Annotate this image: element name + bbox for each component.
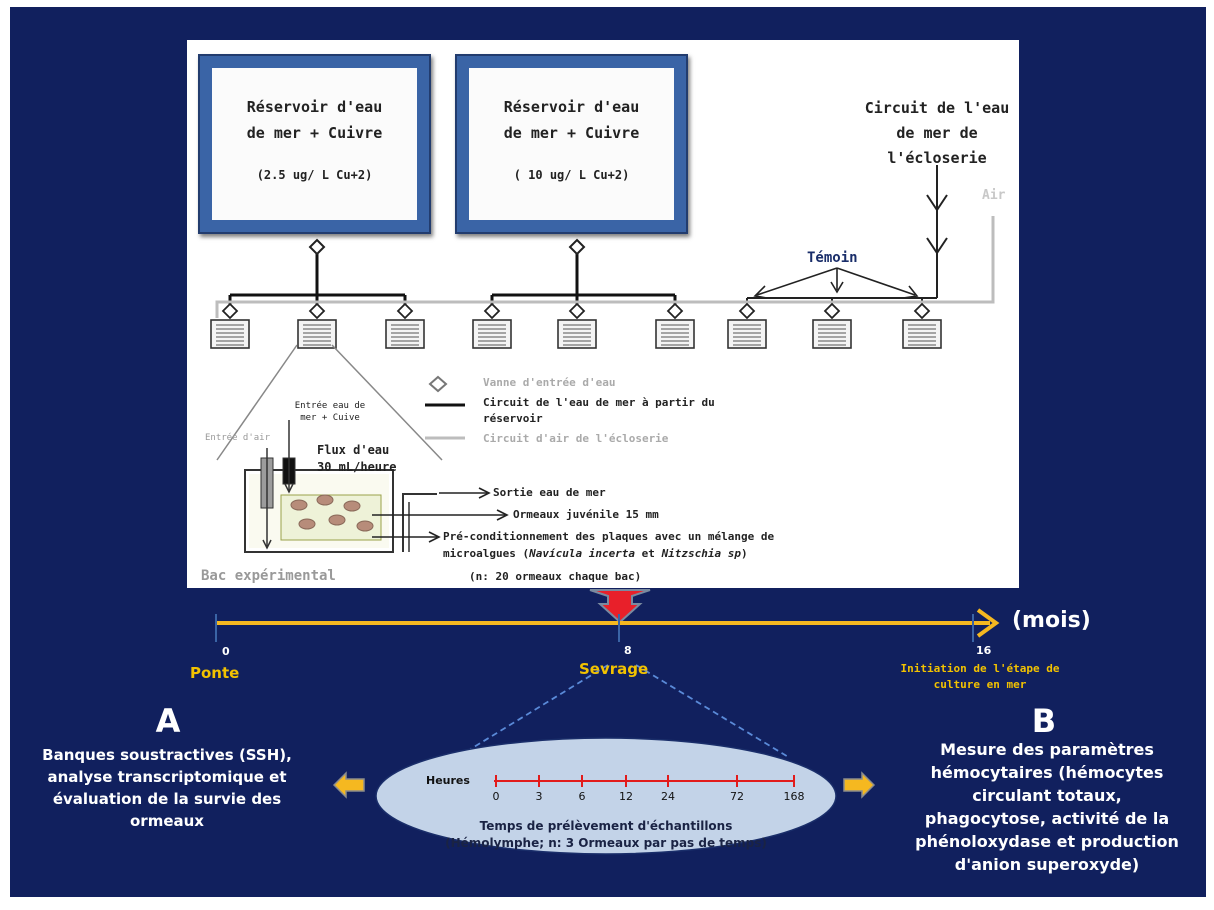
reservoir-tank-2-inner [469, 68, 674, 220]
panel-b-line5: phénoloxydase et production [915, 832, 1179, 851]
reservoir-tank-2-concentration: ( 10 ug/ L Cu+2) [513, 168, 630, 182]
small-tank [655, 319, 695, 349]
precond-species-1: Navícula incerta [529, 547, 636, 560]
legend-water-line1: Circuit de l'eau de mer à partir du [483, 396, 715, 409]
ormeaux-label: Ormeaux juvénile 15 mm [513, 508, 659, 521]
hour-ticks [495, 775, 795, 787]
tick-8-value: 8 [624, 644, 632, 657]
bac-n-label: (n: 20 ormeaux chaque bac) [469, 570, 642, 583]
hour-label: 72 [730, 790, 744, 803]
flux-line2: 30 mL/heure [317, 460, 397, 474]
red-down-arrow [589, 589, 651, 624]
small-tanks [210, 319, 942, 349]
hour-label: 0 [492, 790, 500, 803]
experimental-setup-diagram: Réservoir d'eau de mer + Cuivre (2.5 ug/… [187, 40, 1019, 588]
panel-b-text: Mesure des paramètres hémocytaires (hémo… [888, 738, 1206, 876]
tick-0-value: 0 [222, 645, 230, 658]
sampling-line1: Temps de prélèvement d'échantillons [479, 819, 733, 833]
tick-16-label-line1: Initiation de l'étape de [900, 662, 1060, 675]
preconditioning-line1: Pré-conditionnement des plaques avec un … [443, 530, 775, 543]
hour-label: 168 [783, 790, 805, 803]
entree-eau-label: Entrée eau de mer + Cuive [275, 400, 385, 424]
panel-b-line3: circulant totaux, [972, 786, 1122, 805]
precond-c: et [635, 547, 662, 560]
small-tank [297, 319, 337, 349]
panel-a-letter: A [155, 702, 181, 740]
panel-a-line4: ormeaux [130, 812, 204, 830]
panel-b-line6: d'anion superoxyde) [954, 855, 1140, 874]
hatchery-circuit-label: Circuit de l'eau de mer de l'écloserie [817, 96, 1057, 171]
tick-8-label: Sevrage [579, 660, 649, 678]
entree-air-label: Entrée d'air [205, 433, 271, 443]
hatchery-line2: de mer de [896, 124, 978, 142]
reservoir-tank-1-line1: Réservoir d'eau [246, 98, 383, 116]
reservoir-tank-1-inner [212, 68, 417, 220]
setup-lines [210, 165, 995, 553]
hour-label: 6 [578, 790, 586, 803]
precond-e: ) [741, 547, 748, 560]
reservoir-tank-1-concentration: (2.5 ug/ L Cu+2) [256, 168, 373, 182]
arrow-left [332, 771, 365, 799]
panel-b-letter: B [1031, 702, 1057, 740]
precond-a: microalgues ( [443, 547, 530, 560]
small-tank [902, 319, 942, 349]
panel-a-line2: analyse transcriptomique et [47, 768, 287, 786]
arrow-right [843, 771, 876, 799]
panel-a-line3: évaluation de la survie des [52, 790, 282, 808]
panel-a-line1: Banques soustractives (SSH), [42, 746, 292, 764]
legend-water-circuit: Circuit de l'eau de mer à partir du rése… [483, 395, 715, 427]
precond-species-2: Nitzschia sp [661, 547, 742, 560]
panel-b-line2: hémocytaires (hémocytes [930, 763, 1164, 782]
sampling-text: Temps de prélèvement d'échantillons (Hém… [400, 818, 812, 852]
tick-16-label: Initiation de l'étape de culture en mer [890, 661, 1070, 693]
small-tank [472, 319, 512, 349]
legend-valve: Vanne d'entrée d'eau [483, 376, 616, 389]
panel-b-line1: Mesure des paramètres [940, 740, 1154, 759]
bac-experimental-label: Bac expérimental [201, 568, 336, 584]
reservoir-tank-1-line2: de mer + Cuivre [246, 124, 383, 142]
small-tank [727, 319, 767, 349]
small-tank [812, 319, 852, 349]
panel-b-line4: phagocytose, activité de la [924, 809, 1170, 828]
sortie-label: Sortie eau de mer [493, 486, 606, 499]
reservoir-tank-1: Réservoir d'eau de mer + Cuivre (2.5 ug/… [198, 54, 431, 234]
reservoir-tank-2-line2: de mer + Cuivre [503, 124, 640, 142]
tick-16-label-line2: culture en mer [933, 678, 1027, 691]
flux-label: Flux d'eau 30 mL/heure [317, 442, 396, 476]
timeline-arrow-head [976, 608, 1000, 638]
panel-a-text: Banques soustractives (SSH), analyse tra… [12, 744, 322, 832]
reservoir-tank-2-line1: Réservoir d'eau [503, 98, 640, 116]
legend-air-circuit: Circuit d'air de l'écloserie [483, 432, 669, 445]
small-tank [385, 319, 425, 349]
flux-line1: Flux d'eau [317, 443, 390, 457]
timeline-unit: (mois) [1012, 608, 1091, 633]
hour-label: 12 [619, 790, 633, 803]
tick-0-label: Ponte [190, 664, 240, 682]
air-label: Air [982, 188, 1006, 203]
entree-eau-line1: Entrée eau de [294, 401, 366, 411]
hatchery-line3: l'écloserie [887, 149, 987, 167]
small-tank [210, 319, 250, 349]
sampling-ellipse [375, 737, 837, 855]
tick-16-value: 16 [976, 644, 992, 657]
reservoir-tank-1-label: Réservoir d'eau de mer + Cuivre [200, 94, 429, 146]
legend-water-line2: réservoir [483, 412, 543, 425]
hour-label: 24 [661, 790, 675, 803]
small-tank [557, 319, 597, 349]
entree-eau-line2: mer + Cuive [300, 413, 360, 423]
hours-label: Heures [426, 774, 470, 787]
temoin-label: Témoin [807, 250, 858, 266]
hour-label: 3 [535, 790, 543, 803]
reservoir-tank-2: Réservoir d'eau de mer + Cuivre ( 10 ug/… [455, 54, 688, 234]
reservoir-tank-2-label: Réservoir d'eau de mer + Cuivre [457, 94, 686, 146]
preconditioning-line2: microalgues (Navícula incerta et Nitzsch… [443, 545, 774, 562]
hatchery-line1: Circuit de l'eau [864, 99, 1010, 117]
sampling-line2: (Hémolymphe; n: 3 Ormeaux par pas de tem… [445, 836, 767, 850]
preconditioning-label: Pré-conditionnement des plaques avec un … [443, 528, 774, 562]
